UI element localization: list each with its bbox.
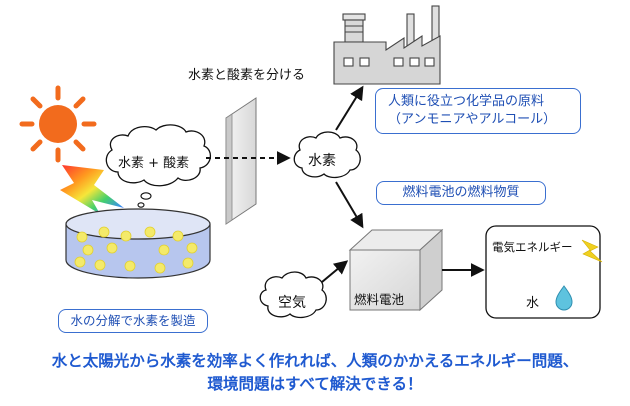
chemicals-line-2: （アンモニアやアルコール） (388, 112, 557, 127)
electric-energy-label: 電気エネルギー (492, 240, 573, 254)
rainbow-bolt-icon (60, 165, 124, 214)
hydrogen-label: 水素 (308, 153, 336, 169)
air-cloud (259, 271, 327, 319)
fuel-cell-label: 燃料電池 (354, 292, 405, 307)
cloud-left-label: 水素 + 酸素 (118, 156, 190, 171)
flow-arrow-to-chemicals (335, 85, 364, 131)
water-split-box: 水の分解で水素を製造 (58, 309, 208, 333)
fuel-material-label: 燃料電池の燃料物質 (402, 185, 520, 200)
conclusion-line-1: 水と太陽光から水素を効率よく作れれば、人類のかかえるエネルギー問題、 (51, 352, 579, 370)
water-split-label: 水の分解で水素を製造 (70, 313, 196, 328)
factory-icon (333, 5, 441, 85)
water-label: 水 (526, 296, 540, 311)
conclusion-line-2: 環境問題はすべて解決できる！ (207, 375, 423, 393)
water-droplet-icon (555, 285, 573, 311)
separator-membrane (225, 97, 257, 225)
water-dish (65, 208, 211, 279)
air-label: 空気 (278, 295, 306, 311)
flow-arrow-air (321, 260, 349, 283)
fuel-material-box: 燃料電池の燃料物質 (376, 181, 546, 205)
chemicals-box: 人類に役立つ化学品の原料 （アンモニアやアルコール） (375, 88, 581, 134)
separate-label: 水素と酸素を分ける (188, 68, 306, 83)
lightning-icon (581, 239, 603, 263)
output-box (485, 225, 601, 319)
fuel-cell-cube (348, 228, 444, 312)
flow-arrow-to-fuel-cell (335, 181, 364, 229)
sun-icon (19, 85, 97, 163)
chemicals-line-1: 人類に役立つ化学品の原料 (388, 94, 545, 109)
conclusion-text: 水と太陽光から水素を効率よく作れれば、人類のかかえるエネルギー問題、 環境問題は… (0, 350, 630, 396)
hydrogen-cloud (293, 131, 361, 179)
